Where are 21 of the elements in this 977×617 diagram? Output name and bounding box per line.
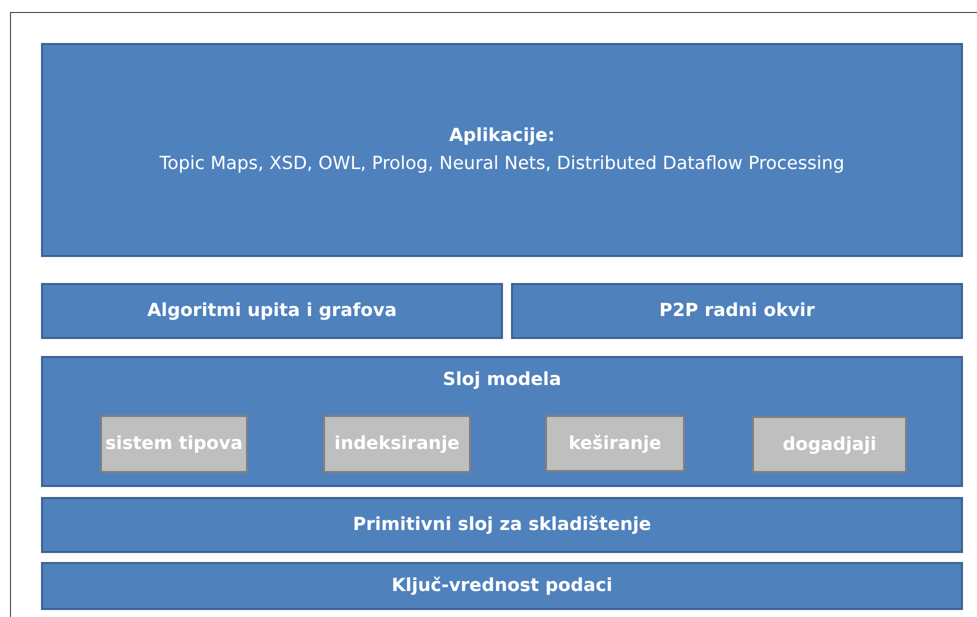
layer-title: Sloj modela — [442, 368, 562, 392]
component-box — [752, 416, 907, 473]
component-box — [323, 415, 471, 473]
component-box — [545, 415, 685, 472]
component-label: indeksiranje — [334, 432, 460, 456]
component-label: dogadjaji — [782, 432, 876, 456]
layer-box — [41, 43, 963, 257]
layer-box — [511, 283, 963, 339]
layer-title: Aplikacije: — [449, 124, 555, 148]
layer-box — [41, 497, 963, 553]
layer-box — [41, 562, 963, 610]
layer-title: P2P radni okvir — [659, 299, 815, 323]
layer-box — [41, 356, 963, 487]
layer-title: Primitivni sloj za skladištenje — [352, 513, 652, 537]
layer-title: Ključ-vrednost podaci — [392, 574, 612, 598]
component-box — [100, 415, 248, 473]
layer-description: Topic Maps, XSD, OWL, Prolog, Neural Nets, Distributed Dataflow Processing — [160, 152, 844, 176]
layer-box — [41, 283, 503, 339]
layer-title: Algoritmi upita i grafova — [147, 299, 397, 323]
component-label: keširanje — [568, 432, 662, 456]
component-label: sistem tipova — [105, 432, 243, 456]
